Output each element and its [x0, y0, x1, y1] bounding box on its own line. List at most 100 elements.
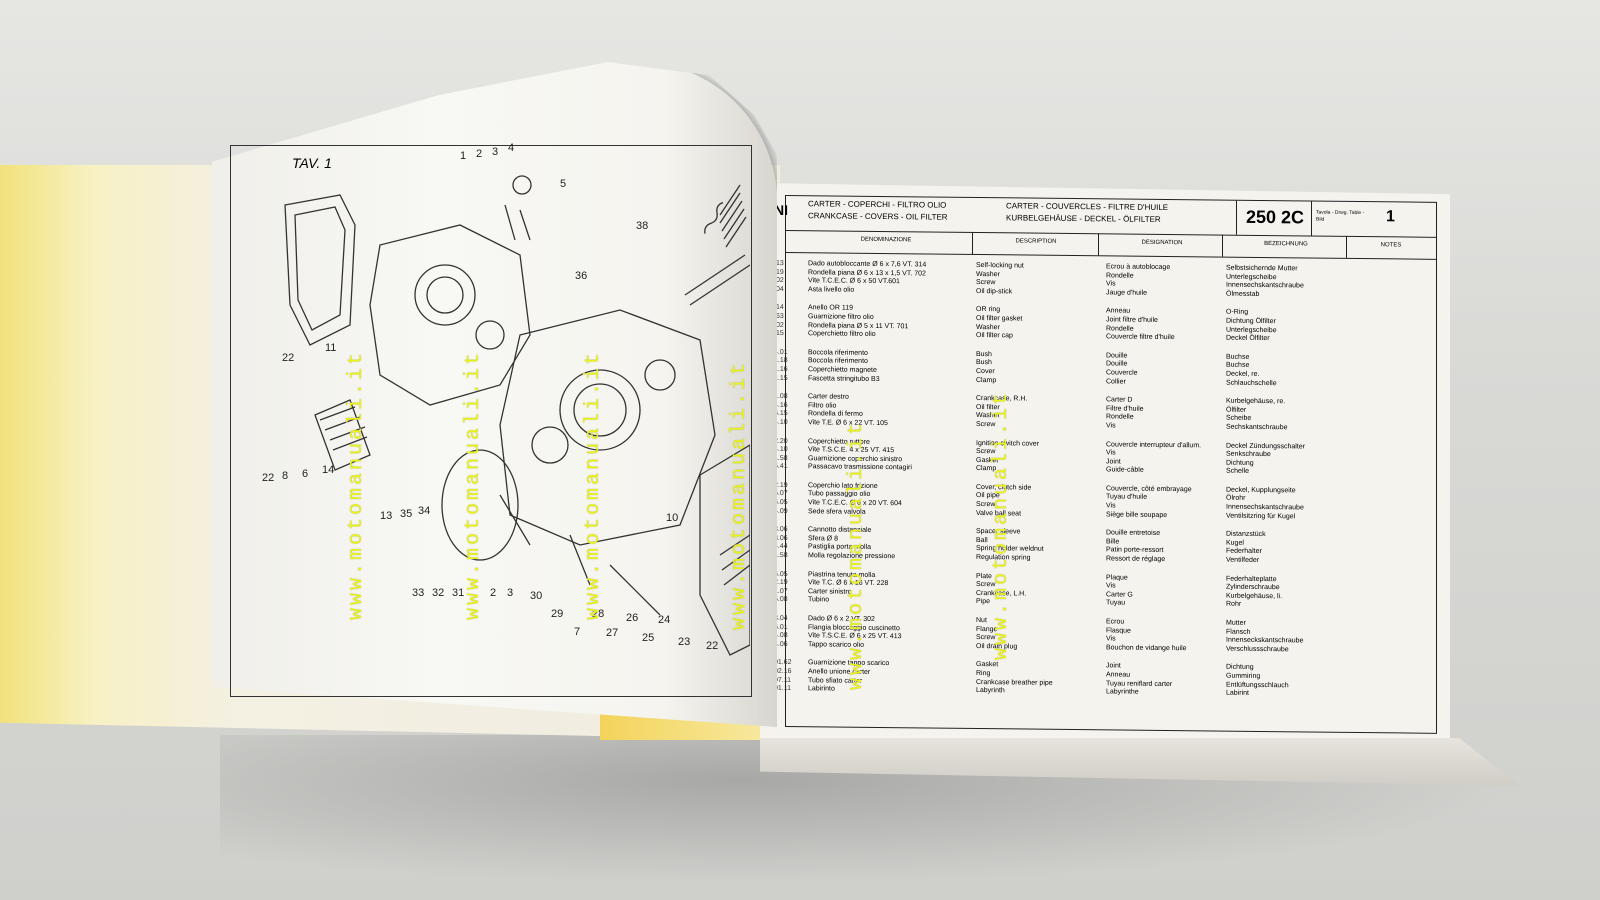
cell-de: Deckel Ölfilter — [1226, 334, 1270, 343]
watermark-5: www.motomanuali.it — [845, 419, 868, 690]
part-label-28: 28 — [592, 608, 605, 620]
cell-de: Rohr — [1226, 601, 1242, 609]
tavola-number: 1 — [1386, 208, 1395, 226]
cell-de: Schelle — [1226, 467, 1249, 476]
cell-fr: Douille — [1106, 352, 1128, 360]
cell-en: Bush — [976, 350, 992, 358]
cell-fr: Couvercle — [1106, 369, 1138, 377]
cell-fr: Vis — [1106, 422, 1116, 430]
cell-fr: Vis — [1106, 449, 1116, 457]
part-label-13: 13 — [380, 510, 393, 522]
cell-en: OR ring — [976, 306, 1001, 314]
cell-de: Ölrohr — [1226, 495, 1246, 503]
part-label-4: 4 — [508, 142, 515, 154]
cell-de: Deckel, re. — [1226, 370, 1260, 378]
cell-en: Washer — [976, 323, 1000, 331]
diagram-frame — [230, 145, 752, 697]
cell-de: Mutter — [1226, 619, 1246, 627]
part-label-10: 10 — [666, 512, 679, 524]
part-label-22b: 22 — [262, 472, 275, 484]
col-notes: NOTES — [1380, 242, 1402, 249]
cell-fr: Rondelle — [1106, 324, 1134, 333]
cell-en: Washer — [976, 270, 1000, 278]
cell-it: Asta livello olio — [808, 286, 855, 294]
cell-it: Sfera Ø 8 — [808, 535, 838, 543]
cell-fr: Carter D — [1106, 396, 1133, 404]
cell-fr: Joint — [1106, 662, 1121, 670]
tavola-title: TAV. 1 — [292, 155, 332, 171]
part-label-30: 30 — [530, 590, 543, 602]
cell-de: Verschlussschraube — [1226, 645, 1289, 654]
cell-fr: Joint — [1106, 458, 1121, 466]
cell-fr: Douille — [1106, 360, 1128, 368]
part-label-3: 3 — [492, 146, 499, 158]
cell-fr: Bouchon de vidange huile — [1106, 644, 1187, 652]
part-label-22a: 22 — [282, 352, 295, 364]
cell-it: Fascetta stringitubo B3 — [808, 374, 880, 383]
cell-fr: Carter G — [1106, 591, 1133, 599]
col-description: DESCRIPTION — [1015, 238, 1057, 245]
part-label-1: 1 — [460, 150, 467, 162]
cell-fr: Rondelle — [1106, 271, 1134, 280]
part-label-31: 31 — [452, 587, 465, 599]
watermark-2: www.motomanuali.it — [462, 349, 485, 620]
tavola-label: Tavola - Drwg. Table - Bild — [1316, 209, 1365, 223]
part-label-5: 5 — [560, 178, 567, 190]
part-label-32: 32 — [432, 587, 445, 599]
part-label-11: 11 — [325, 342, 337, 354]
cell-it: Tubino — [808, 596, 830, 604]
cell-de: Dichtung — [1226, 663, 1254, 672]
cell-fr: Bille — [1106, 538, 1120, 546]
cell-en: Gasket — [976, 661, 999, 669]
cell-fr: Vis — [1106, 582, 1116, 590]
part-label-23: 23 — [678, 636, 691, 648]
cell-fr: Rondelle — [1106, 413, 1134, 421]
cell-it: Coperchietto filtro olio — [808, 330, 876, 339]
part-label-34: 34 — [418, 505, 431, 517]
part-label-22c: 22 — [706, 640, 719, 652]
cell-de: Distanzstück — [1226, 530, 1266, 539]
cell-de: Buchse — [1226, 353, 1250, 361]
cell-en: Bush — [976, 359, 992, 367]
part-label-29: 29 — [551, 608, 564, 620]
cell-de: Ventilfeder — [1226, 556, 1260, 564]
cell-de: Ventilsitzring für Kugel — [1226, 512, 1296, 520]
cell-de: Federhalter — [1226, 548, 1262, 556]
part-label-26: 26 — [626, 612, 639, 624]
part-label-27: 27 — [606, 627, 619, 639]
cell-fr: Collier — [1106, 377, 1126, 386]
col-bezeichnung: BEZEICHNUNG — [1264, 241, 1308, 248]
part-label-8: 8 — [282, 470, 289, 482]
cell-de: Sechskantschraube — [1226, 423, 1288, 432]
cell-de: Dichtung — [1226, 459, 1254, 467]
cell-it: Filtro olio — [808, 401, 837, 410]
cell-de: Scheibe — [1226, 414, 1252, 423]
watermark-4: www.motomanuali.it — [728, 359, 751, 630]
cell-fr: Vis — [1106, 280, 1116, 288]
cell-fr: Anneau — [1106, 307, 1131, 315]
part-label-24: 24 — [658, 614, 671, 626]
part-label-3b: 3 — [507, 587, 514, 599]
cell-de: Schlauchschelle — [1226, 379, 1277, 387]
parts-list-page — [760, 183, 1450, 738]
cell-fr: Filtre d'huile — [1106, 405, 1144, 413]
part-label-38: 38 — [636, 220, 649, 232]
header-french-german: CARTER - COUVERCLES - FILTRE D'HUILE KUR… — [1006, 201, 1169, 224]
part-label-2b: 2 — [490, 587, 497, 599]
cell-en: Oil dip-stick — [976, 287, 1013, 296]
cell-fr: Ressort de réglage — [1106, 555, 1166, 564]
cell-en: Ball — [976, 536, 988, 544]
col-designation: DESIGNATION — [1141, 239, 1183, 247]
cell-de: Ölfilter — [1226, 406, 1247, 414]
cell-de: Kugel — [1226, 539, 1244, 547]
cell-de: Buchse — [1226, 361, 1250, 370]
part-label-36: 36 — [575, 270, 588, 282]
part-label-25: 25 — [642, 632, 655, 644]
cell-fr: Tuyau — [1106, 599, 1126, 607]
cell-fr: Couvercle filtre d'huile — [1106, 333, 1175, 342]
model-name: 250 2C — [1246, 206, 1305, 228]
cell-fr: Flasque — [1106, 626, 1131, 635]
part-label-35: 35 — [400, 508, 413, 520]
cell-en: Oil filter cap — [976, 332, 1013, 340]
